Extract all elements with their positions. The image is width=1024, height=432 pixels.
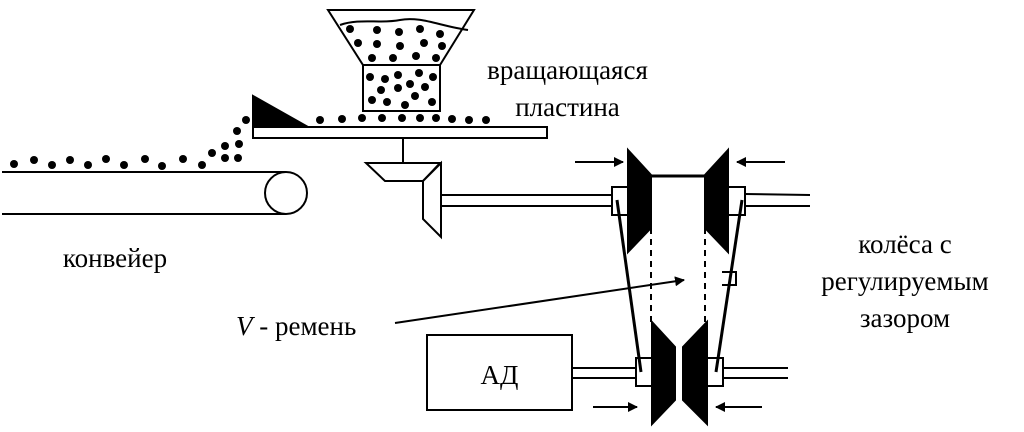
v-belt-label: V - ремень (236, 308, 356, 345)
v-belt-pointer (394, 276, 685, 324)
plate-label: вращающаяся пластина (460, 52, 675, 126)
conveyor-belt (2, 171, 308, 215)
v-belt-text: - ремень (252, 311, 357, 341)
wheels-label: колёса с регулируемым зазором (795, 226, 1015, 337)
plate-label-line: пластина (515, 92, 620, 122)
v-belt-left (615, 199, 643, 373)
v-belt-symbol: V (236, 311, 253, 341)
plate-label-line: вращающаяся (487, 55, 648, 85)
rotating-plate (252, 126, 548, 139)
upper-pulley (611, 147, 811, 255)
wheels-label-line: регулируемым (821, 266, 989, 296)
wheels-label-line: зазором (859, 303, 951, 333)
scraper (252, 94, 312, 128)
lower-pulley (572, 319, 788, 427)
bevel-gear-vertical (422, 160, 442, 240)
v-belt-right (714, 199, 744, 373)
conveyor-label: конвейер (62, 243, 168, 273)
granules (10, 25, 490, 170)
wheels-label-line: колёса с (858, 229, 952, 259)
motor-box (426, 334, 573, 411)
motor-label: АД (480, 360, 519, 390)
